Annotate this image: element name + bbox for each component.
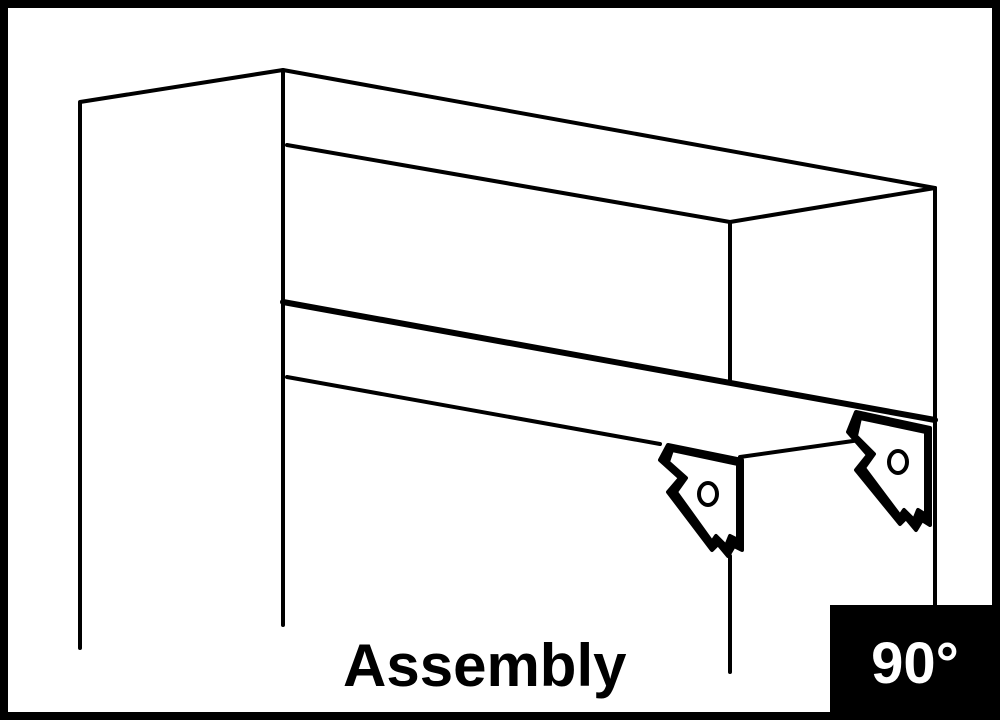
top-panel-back-edge [728, 186, 937, 224]
angle-badge: 90° [830, 605, 992, 712]
top-panel-front-edge [285, 143, 732, 224]
front-rail-return [738, 438, 862, 459]
corner-bracket-icon [846, 410, 932, 532]
front-rail-bottom [285, 375, 662, 446]
top-panel [281, 68, 937, 190]
caption-label: Assembly [343, 632, 627, 699]
front-rail-top [280, 299, 938, 423]
corner-bracket-icon [658, 443, 744, 558]
left-panel [78, 68, 285, 650]
